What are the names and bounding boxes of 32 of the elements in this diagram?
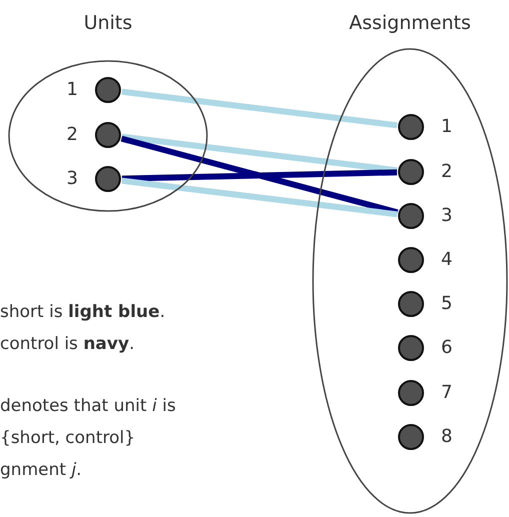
set-heading: Units — [82, 12, 134, 34]
vertex-dot — [95, 77, 121, 103]
vertex-number: 1 — [441, 117, 452, 137]
connector-line — [122, 178, 398, 218]
vertex-number: 3 — [66, 169, 78, 189]
vertex-dot — [398, 114, 424, 140]
set-ellipse — [311, 12, 509, 516]
vertex-dot — [398, 380, 424, 406]
vertex-number: 4 — [441, 250, 452, 270]
vertex-number: 2 — [66, 125, 78, 145]
vertex-dot — [95, 166, 121, 192]
vertex-number: 6 — [441, 338, 452, 358]
vertex-dot — [398, 291, 424, 317]
set-ellipse — [8, 12, 208, 214]
note-text: short is light blue. — [0, 301, 166, 324]
vertex-number: 1 — [66, 80, 78, 100]
vertex-dot — [398, 203, 424, 229]
vertex-number: 2 — [441, 162, 452, 182]
vertex-dot — [398, 424, 424, 450]
vertex-number: 3 — [441, 206, 452, 226]
note-text: denotes that unit i is {short, control} gnment j. — [0, 395, 177, 482]
vertex-dot — [95, 122, 121, 148]
vertex-dot — [398, 247, 424, 273]
vertex-dot — [398, 159, 424, 185]
connector-line — [122, 88, 398, 128]
vertex-number: 7 — [441, 383, 452, 403]
vertex-number: 8 — [441, 427, 452, 447]
note-text: control is navy. — [0, 333, 134, 356]
vertex-number: 5 — [441, 294, 452, 314]
connector-line — [122, 169, 398, 182]
vertex-dot — [398, 335, 424, 361]
set-heading: Assignments — [348, 12, 472, 34]
